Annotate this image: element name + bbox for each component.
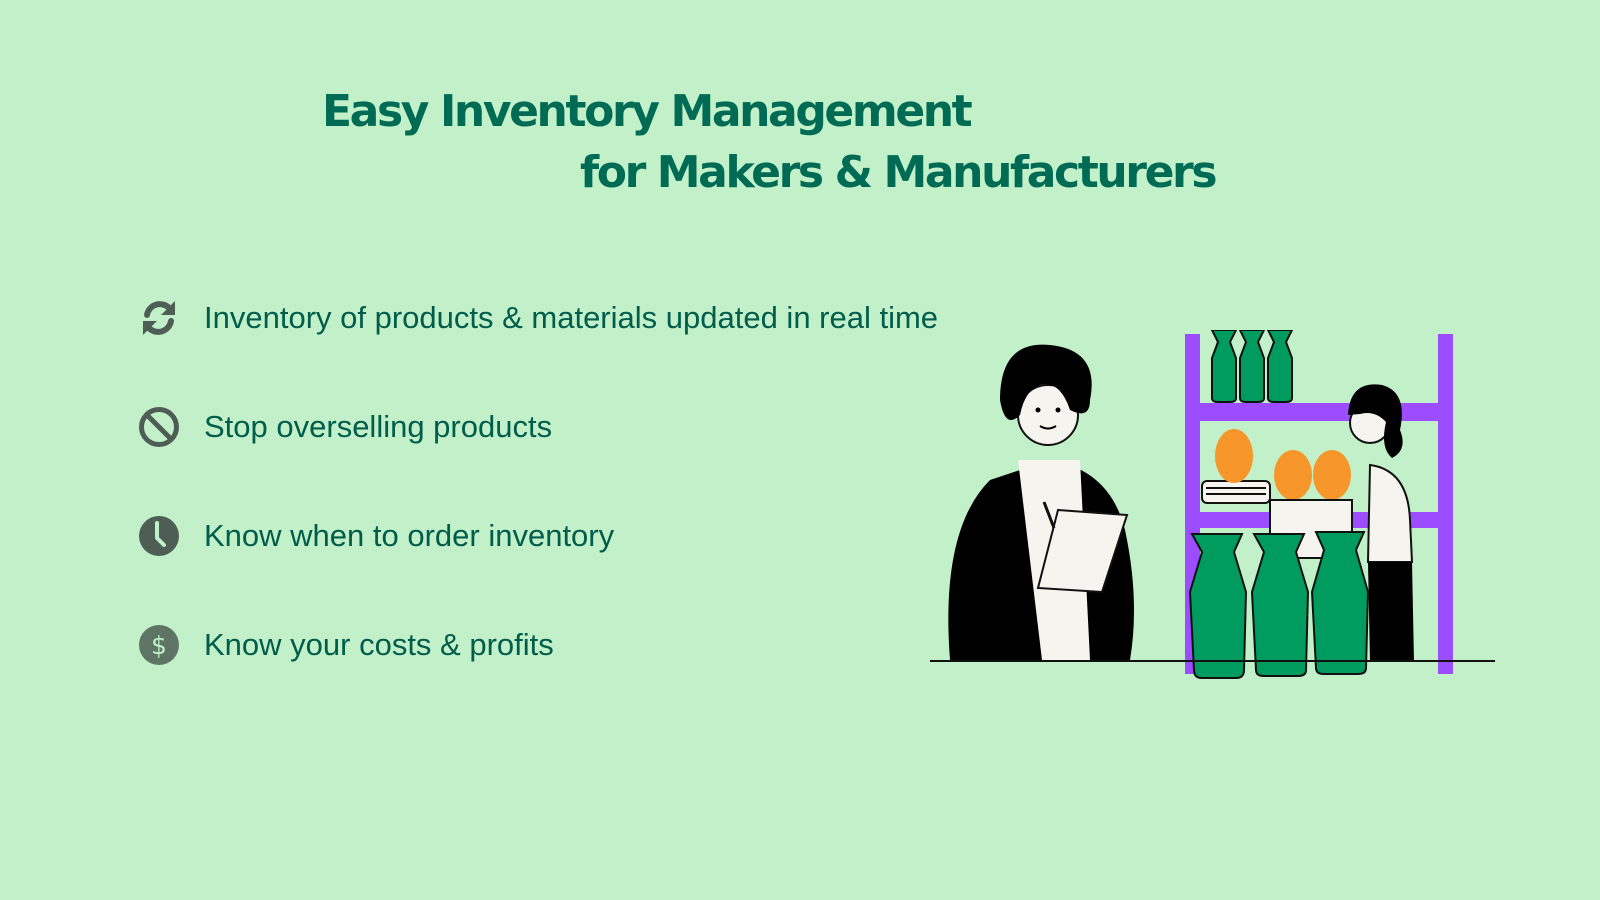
feature-label: Stop overselling products xyxy=(204,409,553,444)
clock-icon xyxy=(138,515,180,557)
feature-label: Inventory of products & materials update… xyxy=(204,300,939,335)
sync-icon xyxy=(138,297,180,339)
feature-item-costs: $ Know your costs & profits xyxy=(138,624,554,666)
feature-item-overselling: Stop overselling products xyxy=(138,406,552,448)
title-line-2: for Makers & Manufacturers xyxy=(580,147,1218,198)
title-line-1: Easy Inventory Management xyxy=(322,86,973,137)
feature-item-reorder: Know when to order inventory xyxy=(138,515,614,557)
feature-item-realtime: Inventory of products & materials update… xyxy=(138,297,938,339)
ban-icon xyxy=(138,406,180,448)
feature-label: Know when to order inventory xyxy=(204,518,615,553)
svg-text:$: $ xyxy=(151,631,167,660)
feature-label: Know your costs & profits xyxy=(204,627,554,662)
dollar-icon: $ xyxy=(138,624,180,666)
inventory-illustration xyxy=(930,329,1510,705)
people-shelf-icon xyxy=(930,329,1495,679)
